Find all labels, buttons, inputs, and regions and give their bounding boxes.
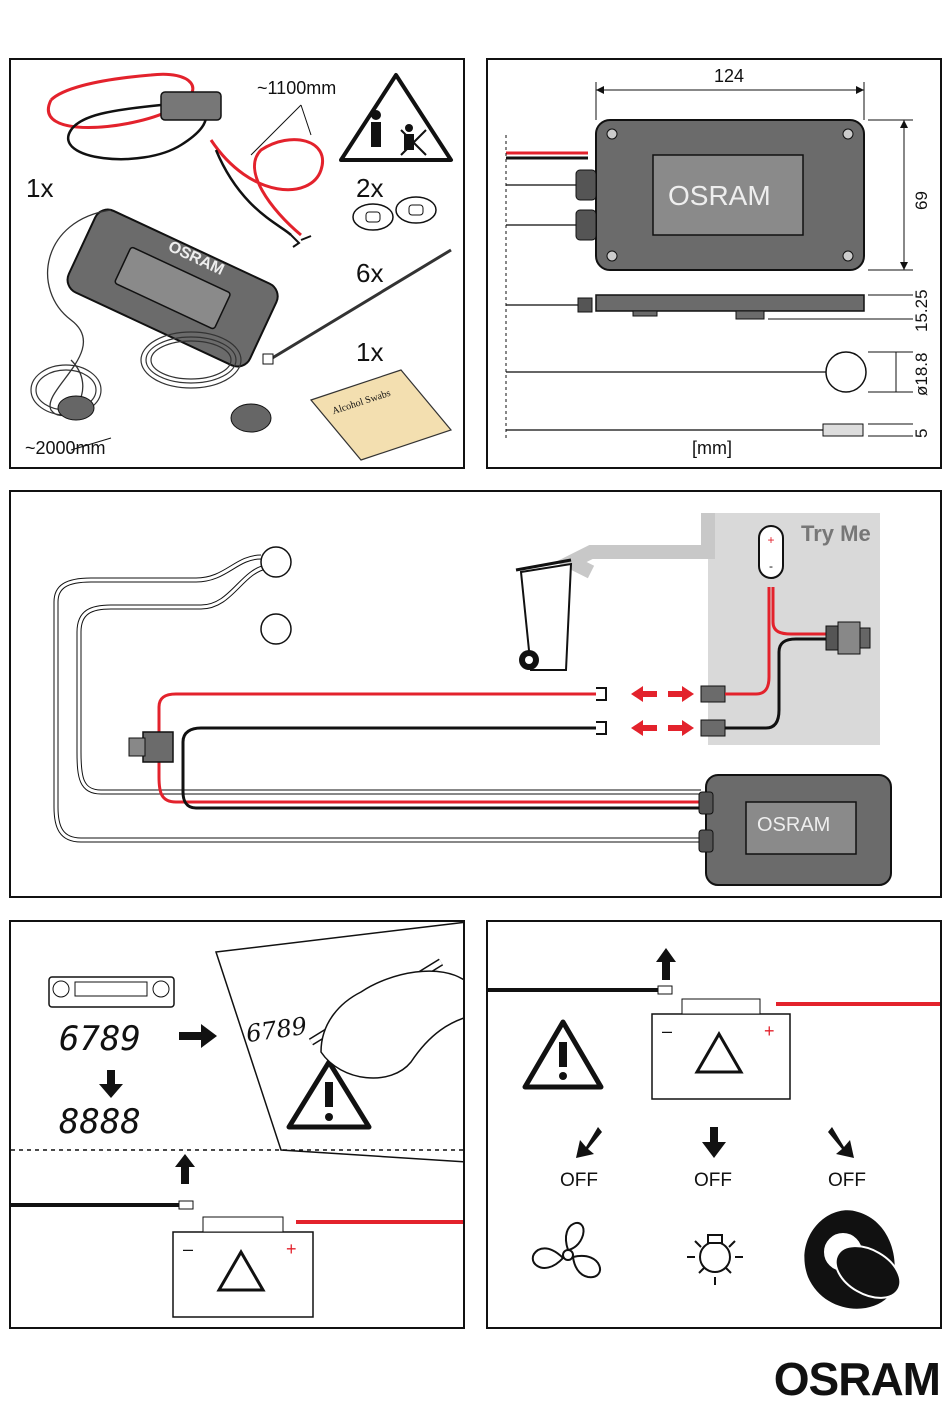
contents-panel: 1x 2x 6x 1x ~1100mm ~2000mm Alcohol Swab…: [9, 58, 465, 469]
off-label: OFF: [828, 1170, 866, 1192]
sensor-puck-icon: [261, 614, 291, 644]
disconnect-illustration: – +: [488, 922, 942, 1329]
discard-bin-icon: [516, 560, 571, 670]
qty-cable-ties: 6x: [356, 258, 383, 289]
dimensions-panel: 124 69 15.25 ø18.8 5 [mm] OSRAM: [486, 58, 942, 469]
dim-thickness: 15.25: [912, 289, 932, 332]
contents-illustration: [11, 60, 465, 469]
brand-logo: OSRAM: [774, 1352, 940, 1406]
dimension-drawing: [488, 60, 942, 469]
dim-sensor-diameter: ø18.8: [912, 353, 932, 396]
fuse-holder: [161, 92, 221, 120]
svg-text:-: -: [769, 559, 773, 573]
arrow-down-icon: [99, 1070, 123, 1098]
wiring-panel: + - Try Me OSRAM: [9, 490, 942, 898]
dim-width: 124: [714, 66, 744, 87]
arrow-up-icon: [656, 948, 676, 980]
arrow-down-icon: [702, 1127, 726, 1158]
battery-icon: – +: [173, 1217, 313, 1317]
sensor-puck-icon: [231, 404, 271, 432]
try-me-label: Try Me: [801, 521, 871, 547]
connect-arrows: [631, 686, 694, 736]
battery-icon: – +: [652, 999, 790, 1099]
sensor-puck-icon: [261, 547, 291, 577]
svg-text:–: –: [183, 1239, 193, 1259]
device-logo: OSRAM: [757, 814, 830, 837]
arrow-right-icon: [179, 1024, 217, 1048]
arrow-down-right-icon: [828, 1127, 854, 1158]
warning-icon: [525, 1022, 601, 1087]
light-bulb-icon: [687, 1235, 743, 1285]
sensor-top-view: [826, 352, 866, 392]
length-power-cable: ~1100mm: [257, 78, 336, 99]
radio-code-panel: – + 6789 8888 6789: [9, 920, 465, 1329]
device-side-view: [596, 295, 864, 311]
wiring-diagram: + -: [11, 492, 942, 898]
qty-alcohol-swabs: 1x: [356, 337, 383, 368]
fuse-holder: [143, 732, 173, 762]
control-unit-image: [63, 205, 282, 371]
svg-text:–: –: [662, 1021, 672, 1041]
ignition-key-icon: [804, 1210, 909, 1308]
off-label: OFF: [694, 1170, 732, 1192]
unit-label: [mm]: [692, 438, 732, 459]
length-sensor-cable: ~2000mm: [25, 438, 106, 459]
arrow-up-icon: [175, 1154, 195, 1184]
sensor-side-view: [823, 424, 863, 436]
qty-adhesive-rings: 2x: [356, 173, 383, 204]
svg-text:+: +: [764, 1021, 775, 1041]
radio-display-blank: 8888: [59, 1102, 141, 1142]
device-logo: OSRAM: [668, 180, 771, 212]
radio-display-code: 6789: [59, 1019, 141, 1059]
svg-text:+: +: [286, 1239, 297, 1259]
sensor-puck-icon: [58, 396, 94, 420]
arrow-down-left-icon: [576, 1127, 602, 1158]
disconnect-panel: – +: [486, 920, 942, 1329]
off-label: OFF: [560, 1170, 598, 1192]
svg-text:+: +: [767, 533, 774, 547]
child-warning-icon: [341, 75, 451, 160]
qty-control-unit: 1x: [26, 173, 53, 204]
dim-sensor-height: 5: [912, 429, 932, 438]
fan-icon: [533, 1223, 600, 1277]
dim-height: 69: [912, 191, 932, 210]
alcohol-swab-pack: [311, 370, 451, 460]
